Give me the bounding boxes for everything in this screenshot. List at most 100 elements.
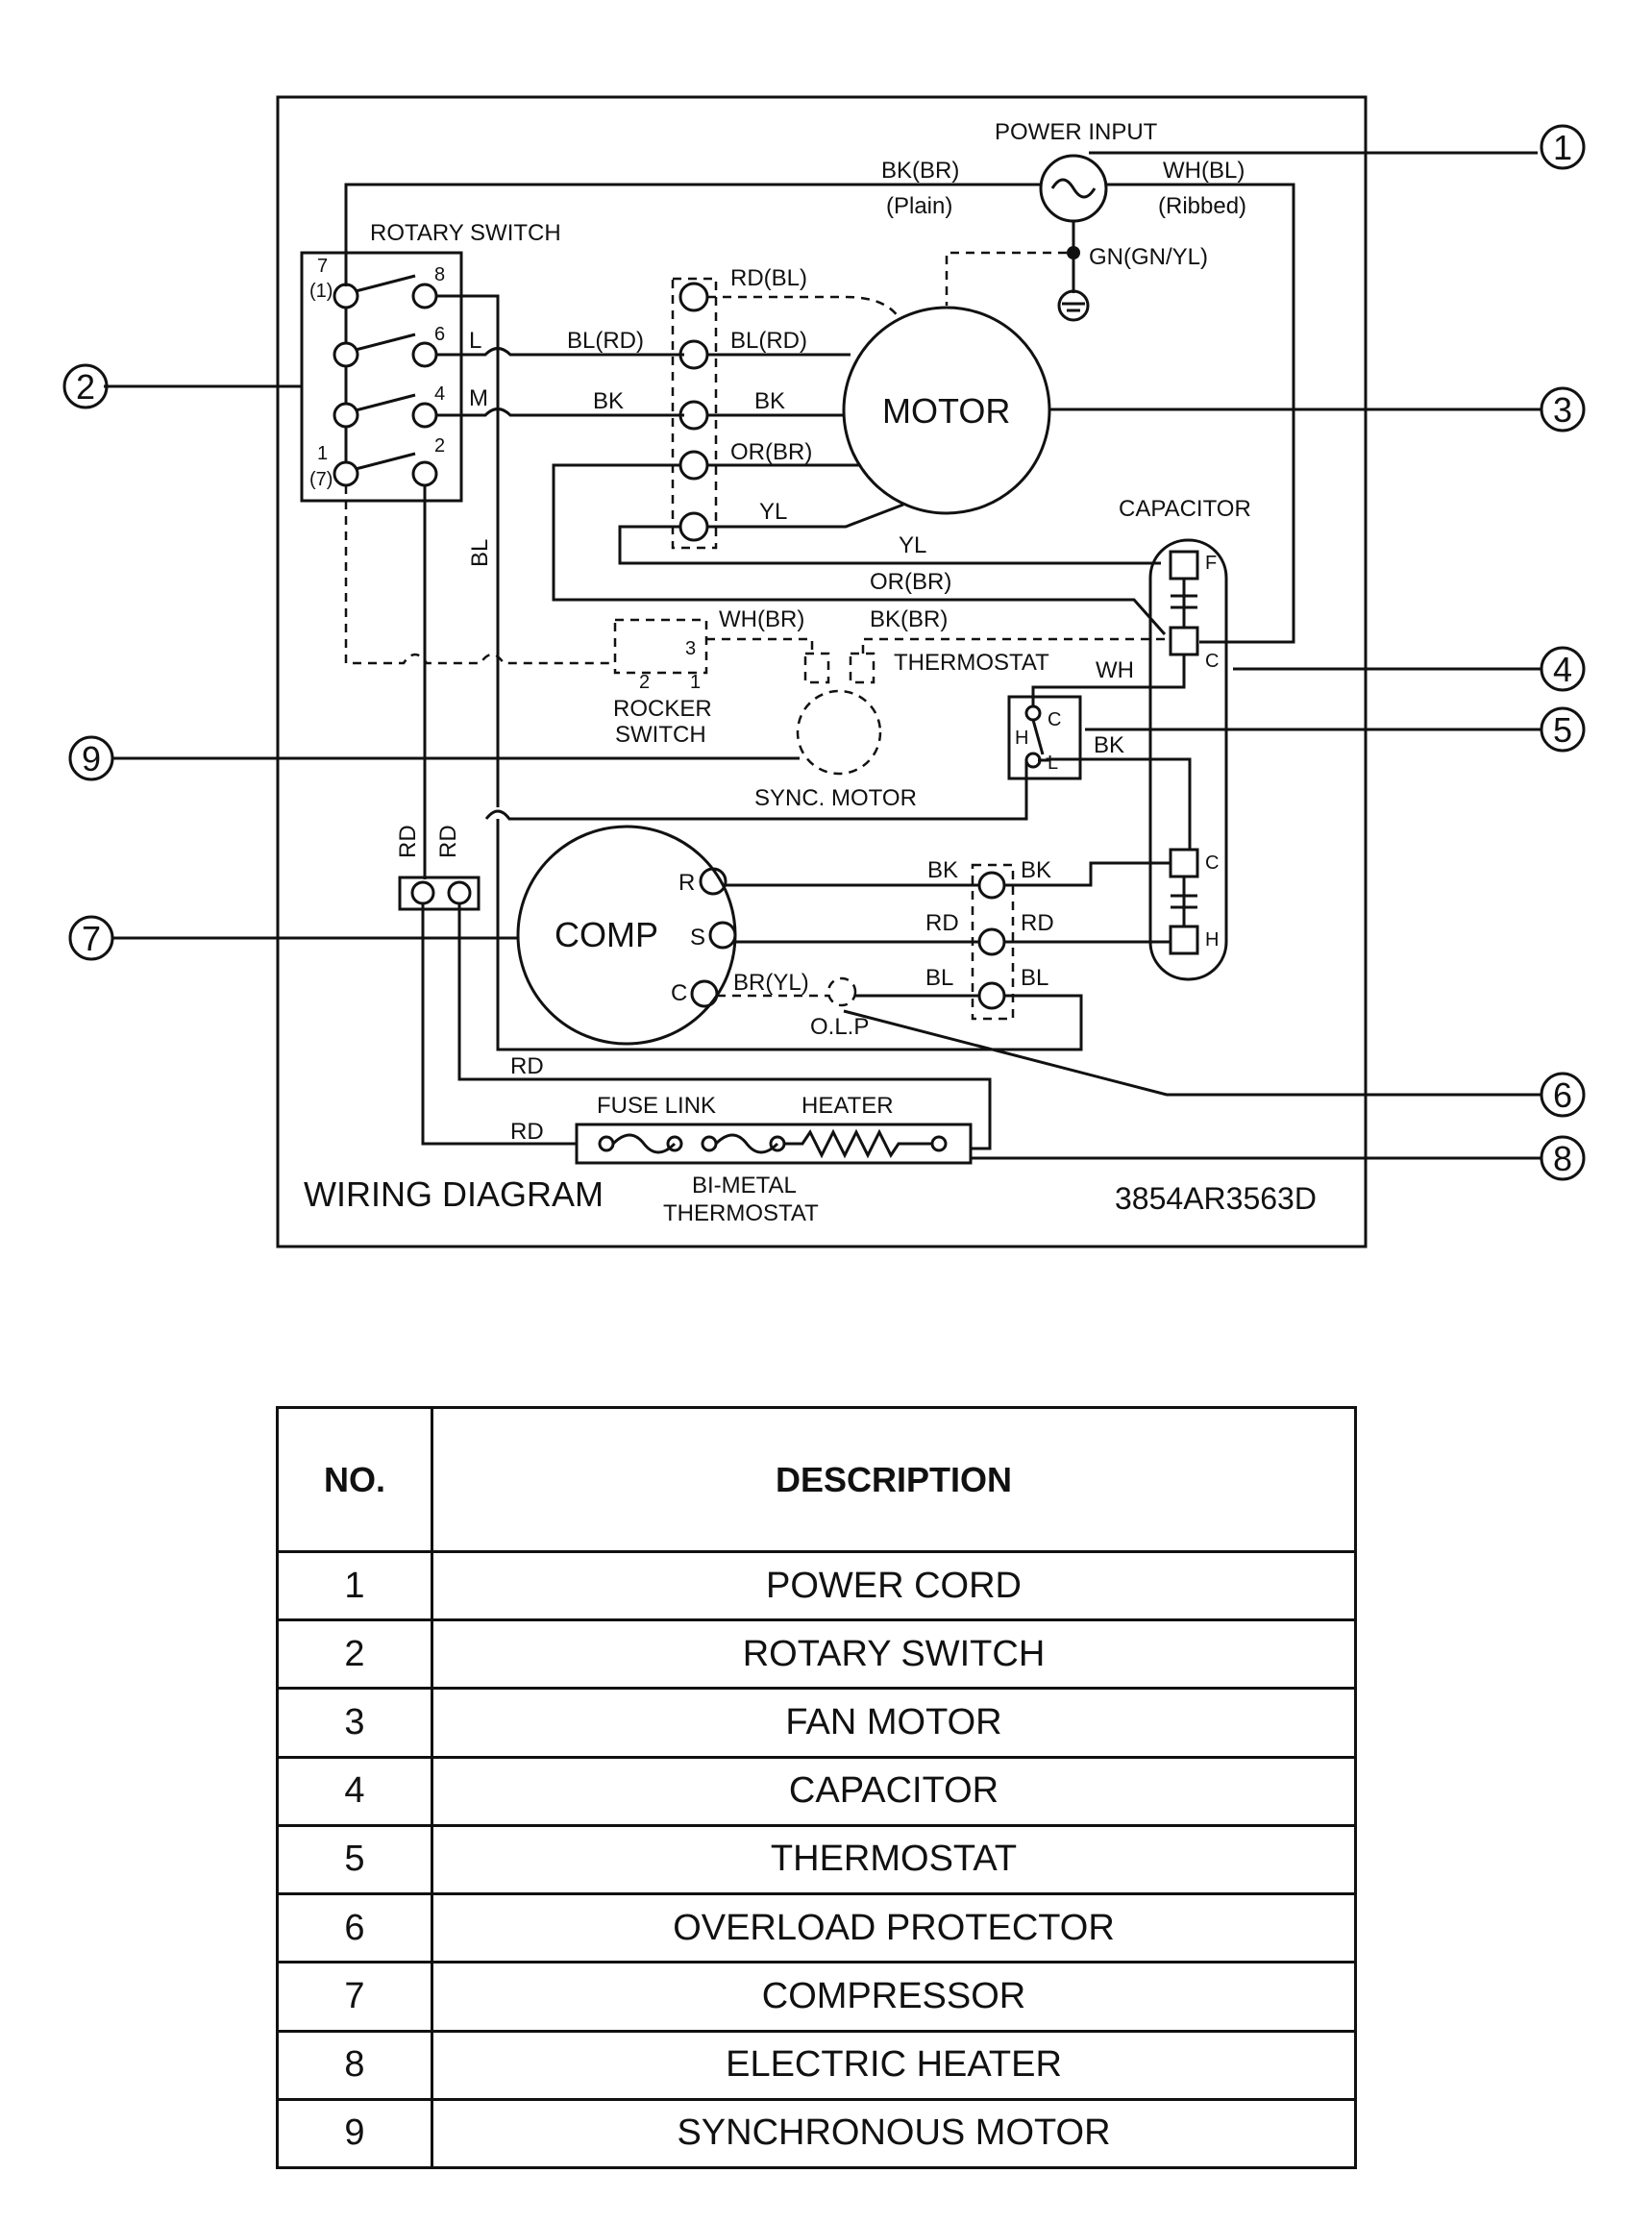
row-description: THERMOSTAT	[431, 1823, 1357, 1896]
svg-text:RD: RD	[925, 910, 959, 936]
svg-text:2: 2	[76, 367, 95, 407]
rocker-label: ROCKER	[613, 696, 712, 722]
rotary-switch-box	[300, 251, 463, 503]
ribbed-label: (Ribbed)	[1158, 193, 1246, 219]
svg-text:2: 2	[434, 435, 445, 457]
thermostat-wire-bk	[1038, 757, 1192, 850]
fan-motor	[842, 306, 1051, 515]
wire-or-br-to-cap	[552, 463, 1167, 635]
svg-text:BL: BL	[925, 965, 953, 991]
svg-text:R: R	[678, 870, 695, 896]
rocker-switch-label: SWITCH	[615, 722, 706, 748]
callout-markers: 1 2 3 4 5 6 7 8 9	[62, 124, 1586, 1181]
capacitor-terminals	[1169, 550, 1199, 955]
motor-wire-rd-bl	[707, 295, 900, 318]
thermostat-top-label: THERMOSTAT	[894, 650, 1049, 676]
bk-br-label: BK(BR)	[881, 158, 959, 184]
thermostat-wire-wh	[1031, 655, 1186, 706]
svg-text:2: 2	[639, 672, 650, 693]
svg-text:RD: RD	[1021, 910, 1054, 936]
svg-text:BK: BK	[927, 857, 958, 883]
bk-left-label: BK	[593, 388, 624, 414]
svg-text:5: 5	[1553, 710, 1572, 750]
row-no: 5	[276, 1823, 433, 1896]
row-description: SYNCHRONOUS MOTOR	[431, 2097, 1357, 2170]
row-no: 2	[276, 1618, 433, 1691]
svg-text:H: H	[1015, 728, 1028, 749]
olp	[826, 976, 857, 1007]
svg-text:WH: WH	[1096, 657, 1134, 683]
svg-text:RD(BL): RD(BL)	[730, 265, 807, 291]
svg-text:(7): (7)	[309, 469, 333, 490]
wire-wh-br	[706, 637, 814, 654]
svg-text:7: 7	[317, 256, 328, 277]
svg-text:6: 6	[1553, 1075, 1572, 1115]
row-no: 4	[276, 1755, 433, 1827]
svg-text:BK: BK	[1021, 857, 1051, 883]
switch-wire-8	[436, 294, 500, 807]
svg-text:9: 9	[82, 739, 101, 778]
svg-text:7: 7	[82, 919, 101, 958]
row-description: CAPACITOR	[431, 1755, 1357, 1827]
diagram-title: WIRING DIAGRAM	[304, 1174, 604, 1214]
svg-text:BL(RD): BL(RD)	[730, 328, 807, 354]
svg-text:RD: RD	[510, 1053, 544, 1079]
rotary-dashed-wire	[344, 485, 615, 665]
switch-wire-4	[436, 408, 684, 417]
wire-bk-br	[861, 637, 1171, 654]
bl-rd-left-label: BL(RD)	[567, 328, 644, 354]
sync-motor	[796, 689, 882, 776]
heater-elements	[598, 1128, 948, 1159]
svg-text:8: 8	[1553, 1139, 1572, 1178]
row-no: 6	[276, 1892, 433, 1964]
ground-dashed-wire	[945, 251, 1067, 306]
olp-label: O.L.P	[810, 1014, 869, 1040]
svg-text:BL: BL	[1021, 965, 1048, 991]
row-no: 1	[276, 1549, 433, 1622]
svg-text:S: S	[690, 925, 705, 951]
ground-label: GN(GN/YL)	[1089, 244, 1208, 270]
svg-text:8: 8	[434, 264, 445, 285]
header-no: NO.	[276, 1406, 433, 1553]
wire-yl-to-cap	[618, 525, 1161, 565]
diagram-frame	[276, 95, 1368, 1248]
heater-connector	[398, 876, 481, 911]
br-yl-label: BR(YL)	[733, 970, 809, 996]
row-no: 9	[276, 2097, 433, 2170]
row-description: POWER CORD	[431, 1549, 1357, 1622]
power-wire-wh	[1106, 183, 1295, 644]
wh-bl-label: WH(BL)	[1163, 158, 1245, 184]
svg-text:OR(BR): OR(BR)	[870, 569, 951, 595]
svg-text:YL: YL	[899, 532, 926, 558]
rotary-switch-contacts	[333, 274, 438, 487]
svg-text:RD: RD	[435, 825, 461, 858]
svg-text:4: 4	[1553, 650, 1572, 689]
callout-leaders	[104, 151, 1541, 1160]
plain-label: (Plain)	[886, 193, 952, 219]
row-description: COMPRESSOR	[431, 1961, 1357, 2033]
ground-icon	[1057, 221, 1090, 322]
svg-text:OR(BR): OR(BR)	[730, 439, 812, 465]
row-description: ROTARY SWITCH	[431, 1618, 1357, 1691]
svg-text:1: 1	[317, 443, 328, 464]
thermostat-box	[1007, 695, 1082, 780]
motor-terminals	[678, 282, 709, 542]
svg-text:F: F	[1205, 553, 1217, 574]
table-header-row: NO. DESCRIPTION	[276, 1406, 1357, 1553]
svg-text:RD: RD	[395, 825, 421, 858]
bi-metal-label: BI-METAL	[692, 1173, 797, 1198]
sync-motor-label: SYNC. MOTOR	[754, 785, 917, 811]
capacitor-label: CAPACITOR	[1119, 496, 1251, 522]
rotary-switch-label: ROTARY SWITCH	[370, 220, 561, 246]
header-description: DESCRIPTION	[431, 1406, 1357, 1553]
row-no: 8	[276, 2029, 433, 2101]
switch-wire-6	[436, 347, 684, 357]
row-no: 3	[276, 1687, 433, 1759]
comp-label: COMP	[555, 915, 658, 954]
svg-text:C: C	[1205, 852, 1219, 874]
